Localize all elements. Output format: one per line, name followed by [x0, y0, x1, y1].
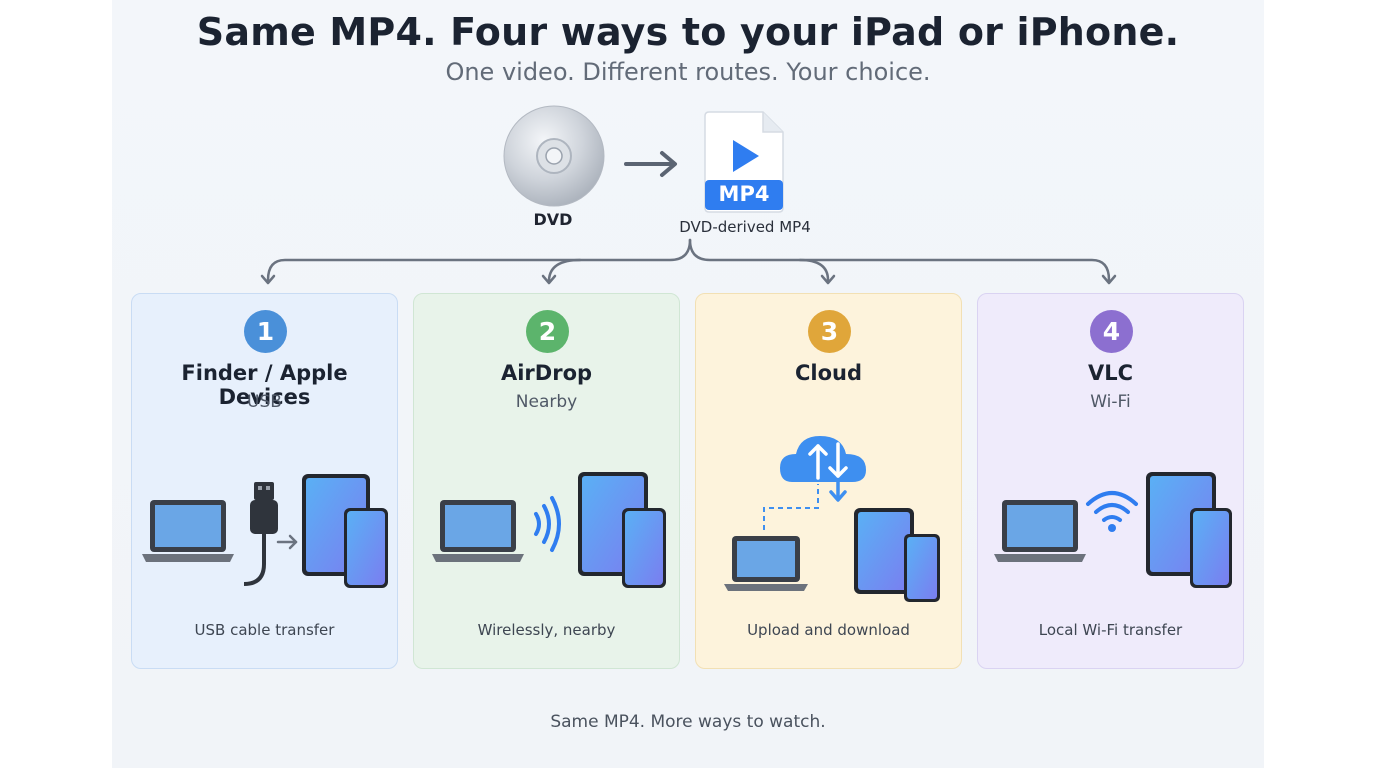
dvd-disc-icon — [503, 105, 605, 207]
laptop-icon — [724, 536, 808, 591]
step-number-4: 4 — [1090, 310, 1133, 353]
branch-connector — [260, 238, 1117, 285]
page-title: Same MP4. Four ways to your iPad or iPho… — [196, 10, 1180, 54]
mp4-badge: MP4 — [718, 182, 770, 206]
footer-tagline: Same MP4. More ways to watch. — [550, 712, 826, 732]
mp4-label: DVD-derived MP4 — [679, 218, 811, 236]
phone-icon — [344, 508, 388, 588]
step-number-2: 2 — [526, 310, 569, 353]
method-caption: Wirelessly, nearby — [477, 621, 616, 639]
mp4-file-icon — [704, 111, 784, 213]
usb-transfer-illustration — [142, 474, 388, 588]
method-card-airdrop: 2 AirDrop Nearby Wirelessly, nearby — [413, 293, 680, 669]
arrow-icon — [276, 534, 298, 550]
right-arrow-icon — [624, 151, 677, 177]
method-caption: Local Wi-Fi transfer — [1038, 621, 1183, 639]
cloud-icon — [780, 436, 866, 482]
laptop-icon — [994, 500, 1086, 562]
airdrop-illustration — [432, 472, 666, 588]
method-subtitle: Nearby — [515, 392, 578, 412]
step-number-1: 1 — [244, 310, 287, 353]
method-card-vlc: 4 VLC Wi-Fi Local Wi-Fi transfer — [977, 293, 1244, 669]
cloud-sync-illustration — [724, 436, 940, 602]
usb-cable-icon — [243, 482, 278, 586]
method-title: AirDrop — [500, 361, 593, 385]
tablet-icon — [854, 508, 914, 594]
step-number-3: 3 — [808, 310, 851, 353]
dvd-label: DVD — [533, 210, 573, 229]
method-subtitle: Wi-Fi — [1090, 392, 1131, 412]
up-down-arrows-icon — [808, 442, 848, 480]
wifi-transfer-illustration — [994, 472, 1232, 588]
phone-icon — [1190, 508, 1232, 588]
method-title: Cloud — [794, 361, 863, 385]
page-subtitle: One video. Different routes. Your choice… — [445, 58, 931, 86]
method-card-cloud: 3 Cloud Upload and dow — [695, 293, 962, 669]
phone-icon — [622, 508, 666, 588]
phone-icon — [904, 534, 940, 602]
laptop-icon — [432, 500, 524, 562]
method-title: Finder / Apple Devices — [181, 361, 348, 409]
method-subtitle: USB — [247, 392, 282, 412]
method-caption: USB cable transfer — [194, 621, 335, 639]
method-caption: Upload and download — [747, 621, 910, 639]
method-card-finder: 1 Finder / Apple Devices USB — [131, 293, 398, 669]
wifi-icon — [1086, 491, 1138, 522]
method-title: VLC — [1087, 361, 1134, 385]
wireless-waves-icon — [534, 496, 561, 552]
laptop-icon — [142, 500, 234, 562]
